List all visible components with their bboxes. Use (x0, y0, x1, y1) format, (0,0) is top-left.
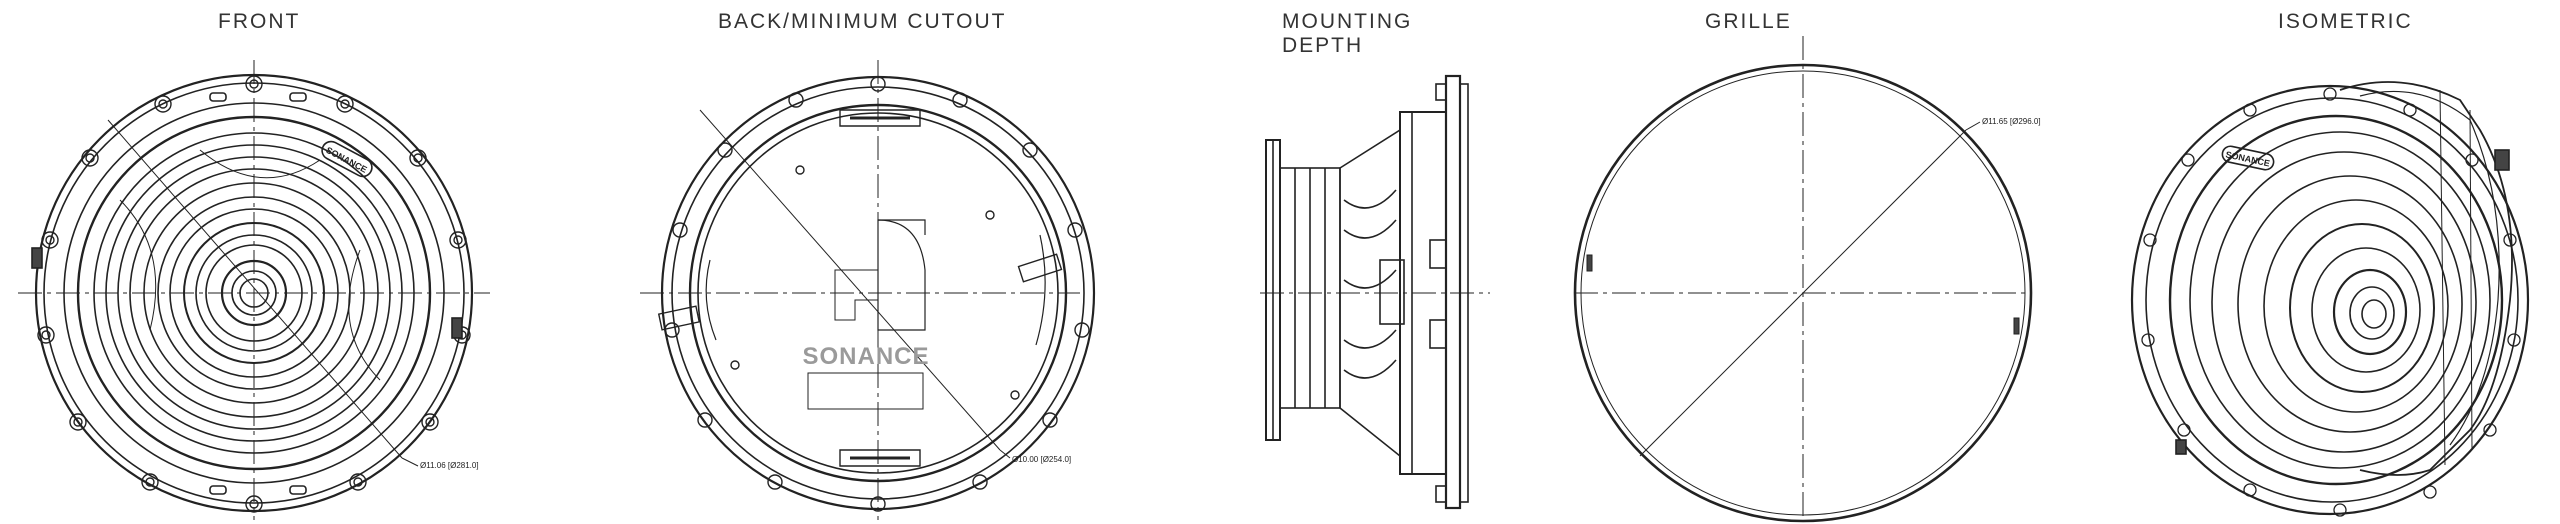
front-view-title: FRONT (218, 10, 301, 33)
grille-view: GRILLE Ø11.65 [Ø296.0] (1560, 0, 2060, 524)
front-view: FRONT (0, 0, 520, 524)
isometric-speaker-drawing: SONANCE (2130, 81, 2530, 517)
front-speaker-drawing: SONANCE Ø11.06 [Ø281.0] (18, 60, 490, 520)
depth-speaker-drawing (1260, 74, 1490, 510)
isometric-view-title: ISOMETRIC (2278, 10, 2413, 33)
back-speaker-drawing: SONANCE Ø10.00 [Ø254.0] (640, 60, 1096, 520)
grille-dimension-label: Ø11.65 [Ø296.0] (1982, 117, 2041, 126)
back-view: BACK/MINIMUM CUTOUT (620, 0, 1140, 524)
back-dimension-label: Ø10.00 [Ø254.0] (1012, 455, 1071, 464)
isometric-view: ISOMETRIC (2100, 0, 2560, 524)
grille-drawing: Ø11.65 [Ø296.0] (1573, 36, 2041, 523)
depth-view: MOUNTING DEPTH (1240, 0, 1500, 524)
back-view-title: BACK/MINIMUM CUTOUT (718, 10, 1007, 33)
depth-view-title: MOUNTING DEPTH (1282, 10, 1413, 57)
grille-view-title: GRILLE (1705, 10, 1792, 33)
front-dimension-label: Ø11.06 [Ø281.0] (420, 461, 479, 470)
back-brand-logo: SONANCE (802, 343, 929, 370)
